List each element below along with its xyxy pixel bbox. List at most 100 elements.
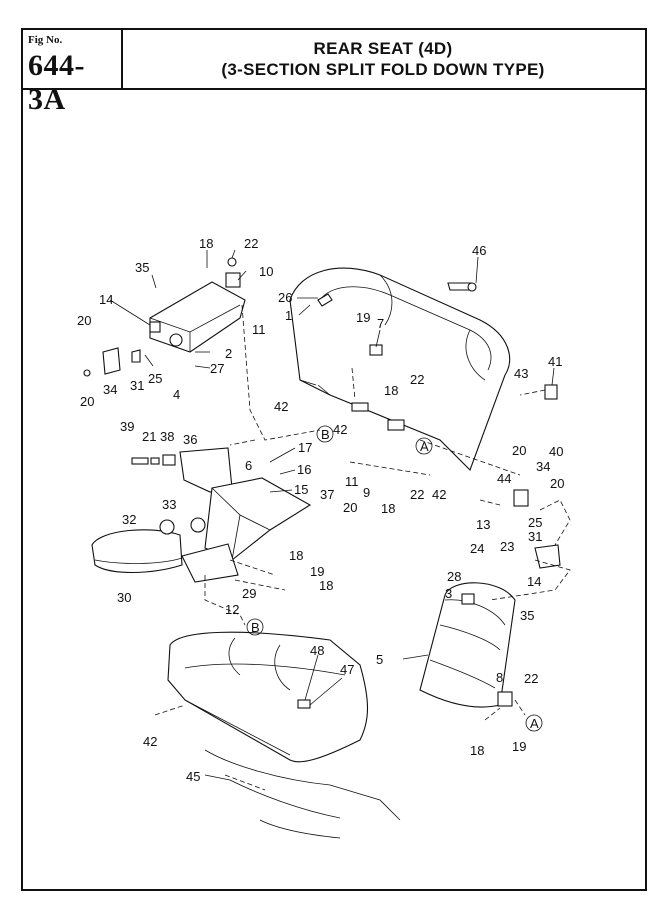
callout-25: 25 <box>148 371 162 386</box>
callout-34: 34 <box>103 382 117 397</box>
part-46 <box>447 282 477 292</box>
callout-26: 26 <box>278 290 292 305</box>
callout-18: 18 <box>199 236 213 251</box>
callout-35: 35 <box>135 260 149 275</box>
callout-24: 24 <box>470 541 484 556</box>
callout-19: 19 <box>356 310 370 325</box>
bracket-right <box>513 489 529 507</box>
part-25-left <box>144 354 154 367</box>
callout-19: 19 <box>512 739 526 754</box>
callout-15: 15 <box>294 482 308 497</box>
part-39 <box>131 457 149 465</box>
title-line-2: (3-SECTION SPLIT FOLD DOWN TYPE) <box>221 60 545 79</box>
callout-45: 45 <box>186 769 200 784</box>
cushion-side-module <box>149 281 246 353</box>
callout-23: 23 <box>500 539 514 554</box>
bracket-left <box>83 347 121 377</box>
part-26 <box>317 293 333 307</box>
callout-39: 39 <box>120 419 134 434</box>
ref-circle-A-upper <box>415 437 433 455</box>
armrest-frame <box>204 477 312 561</box>
callout-33: 33 <box>162 497 176 512</box>
ref-circle-B-lower <box>246 618 264 636</box>
ref-circle-B-upper <box>316 425 334 443</box>
callout-29: 29 <box>242 586 256 601</box>
callout-35: 35 <box>520 608 534 623</box>
figure-header: Fig No. 644-3A REAR SEAT (4D) (3-SECTION… <box>23 30 645 116</box>
callout-A: A <box>530 716 539 731</box>
callout-18: 18 <box>470 743 484 758</box>
figure-frame: Fig No. 644-3A REAR SEAT (4D) (3-SECTION… <box>21 28 647 891</box>
armrest-cushion <box>91 529 183 574</box>
callout-18: 18 <box>319 578 333 593</box>
callout-14: 14 <box>527 574 541 589</box>
callout-40: 40 <box>549 444 563 459</box>
callout-6: 6 <box>245 458 252 473</box>
callout-44: 44 <box>497 471 511 486</box>
callout-30: 30 <box>117 590 131 605</box>
callout-25: 25 <box>528 515 542 530</box>
callout-5: 5 <box>376 652 383 667</box>
callout-34: 34 <box>536 459 550 474</box>
fig-number: 644-3A <box>28 49 85 116</box>
callout-27: 27 <box>210 361 224 376</box>
callout-10: 10 <box>259 264 273 279</box>
callout-42: 42 <box>432 487 446 502</box>
callout-labels: 46 18 22 10 35 14 11 20 2 27 34 31 25 4 … <box>77 236 564 784</box>
figure-title: REAR SEAT (4D) (3-SECTION SPLIT FOLD DOW… <box>121 38 645 80</box>
callout-2: 2 <box>225 346 232 361</box>
callout-22: 22 <box>410 372 424 387</box>
part-32 <box>159 519 175 535</box>
leader-lines <box>109 249 555 781</box>
callout-1: 1 <box>285 308 292 323</box>
callout-42: 42 <box>333 422 347 437</box>
part-38 <box>162 454 176 466</box>
callout-B: B <box>321 427 330 442</box>
rear-seat-back-right <box>419 582 516 708</box>
callout-13: 13 <box>476 517 490 532</box>
callout-46: 46 <box>472 243 486 258</box>
callout-31: 31 <box>528 529 542 544</box>
callout-38: 38 <box>160 429 174 444</box>
callout-32: 32 <box>122 512 136 527</box>
callout-3: 3 <box>445 586 452 601</box>
hinge-right <box>497 691 513 707</box>
callout-37: 37 <box>320 487 334 502</box>
callout-17: 17 <box>298 440 312 455</box>
callout-14: 14 <box>99 292 113 307</box>
callout-20: 20 <box>343 500 357 515</box>
callout-18: 18 <box>381 501 395 516</box>
part-31-left <box>131 349 141 363</box>
callout-22: 22 <box>244 236 258 251</box>
fig-label: Fig No. <box>28 34 63 46</box>
title-line-1: REAR SEAT (4D) <box>313 39 453 58</box>
callout-22: 22 <box>524 671 538 686</box>
callout-48: 48 <box>310 643 324 658</box>
callout-8: 8 <box>496 670 503 685</box>
callout-36: 36 <box>183 432 197 447</box>
ref-circle-A-lower <box>525 714 543 732</box>
callout-12: 12 <box>225 602 239 617</box>
callout-18: 18 <box>289 548 303 563</box>
callout-21: 21 <box>142 429 156 444</box>
callout-42: 42 <box>274 399 288 414</box>
hinge-part <box>225 257 241 288</box>
callout-11: 11 <box>345 474 359 489</box>
rear-seat-cushion <box>167 631 368 763</box>
callout-A: A <box>420 439 429 454</box>
rear-seat-back-main <box>289 267 511 471</box>
callout-16: 16 <box>297 462 311 477</box>
callout-47: 47 <box>340 662 354 677</box>
callout-20: 20 <box>512 443 526 458</box>
callout-B: B <box>251 620 260 635</box>
callout-9: 9 <box>363 485 370 500</box>
callout-18: 18 <box>384 383 398 398</box>
callout-42: 42 <box>143 734 157 749</box>
dashed-assembly-lines <box>154 304 571 791</box>
callout-41: 41 <box>548 354 562 369</box>
part-33 <box>190 517 206 533</box>
callout-19: 19 <box>310 564 324 579</box>
callout-20: 20 <box>77 313 91 328</box>
callout-20: 20 <box>550 476 564 491</box>
